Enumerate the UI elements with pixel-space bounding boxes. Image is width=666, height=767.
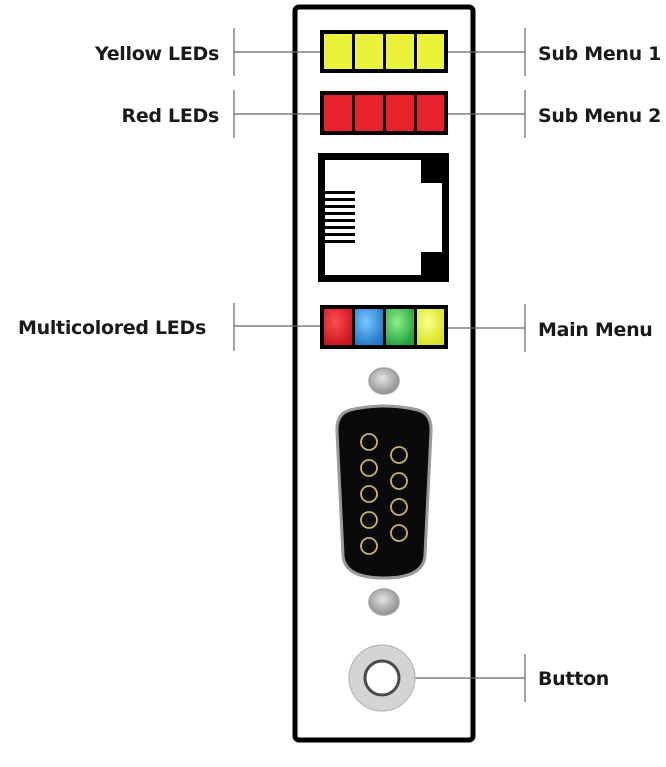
- db9-pin: [360, 485, 378, 503]
- yellow-led: [417, 34, 444, 69]
- rj45-contacts: [325, 191, 355, 243]
- leader-lines-left: [233, 28, 320, 351]
- yellow-led: [324, 34, 352, 69]
- red-leds-label: Red LEDs: [122, 105, 220, 127]
- button-cap[interactable]: [363, 659, 401, 697]
- yellow-led-row: [320, 30, 448, 73]
- multicolored-leds-label: Multicolored LEDs: [18, 317, 206, 339]
- multicolored-led-row: [320, 305, 448, 349]
- db9-pin: [390, 446, 408, 464]
- db9-pin: [390, 524, 408, 542]
- rj45-contact: [325, 219, 355, 222]
- db9-pin: [360, 511, 378, 529]
- yellow-led: [386, 34, 414, 69]
- top-screw-icon: [368, 367, 400, 395]
- db9-pin: [390, 472, 408, 490]
- multicolored-led-red: [324, 309, 352, 345]
- red-led: [386, 95, 414, 131]
- red-led-row: [320, 91, 448, 135]
- rj45-contact: [325, 212, 355, 215]
- rj45-contact: [325, 191, 355, 194]
- rj45-port-notch-bottom: [421, 252, 449, 282]
- db9-pins: [360, 433, 408, 555]
- rj45-contact: [325, 233, 355, 236]
- sub-menu-2-label: Sub Menu 2: [538, 105, 661, 127]
- rj45-port-opening: [325, 160, 421, 275]
- rj45-contact: [325, 198, 355, 201]
- leader-lines-right: [414, 28, 526, 702]
- db9-connector-shell: [335, 404, 433, 580]
- db9-pin: [360, 537, 378, 555]
- db9-connector-icon: [335, 404, 433, 580]
- multicolored-led-green: [386, 309, 414, 345]
- db9-pin: [360, 433, 378, 451]
- multicolored-led-yellow: [417, 309, 444, 345]
- red-led: [355, 95, 383, 131]
- multicolored-led-blue: [355, 309, 383, 345]
- rj45-contact: [325, 226, 355, 229]
- red-led: [417, 95, 444, 131]
- rj45-contact: [325, 205, 355, 208]
- main-menu-label: Main Menu: [538, 319, 653, 341]
- round-button-icon[interactable]: [348, 644, 416, 712]
- rj45-port-notch-top: [421, 153, 449, 183]
- yellow-led: [355, 34, 383, 69]
- rj45-contact: [325, 240, 355, 243]
- db9-pin: [390, 498, 408, 516]
- bottom-screw-icon: [368, 588, 400, 616]
- button-label: Button: [538, 668, 609, 690]
- rj45-port-shoulder: [421, 183, 442, 252]
- db9-pin: [360, 459, 378, 477]
- yellow-leds-label: Yellow LEDs: [94, 43, 219, 65]
- rj45-port-icon: [318, 153, 449, 282]
- red-led: [324, 95, 352, 131]
- sub-menu-1-label: Sub Menu 1: [538, 43, 661, 65]
